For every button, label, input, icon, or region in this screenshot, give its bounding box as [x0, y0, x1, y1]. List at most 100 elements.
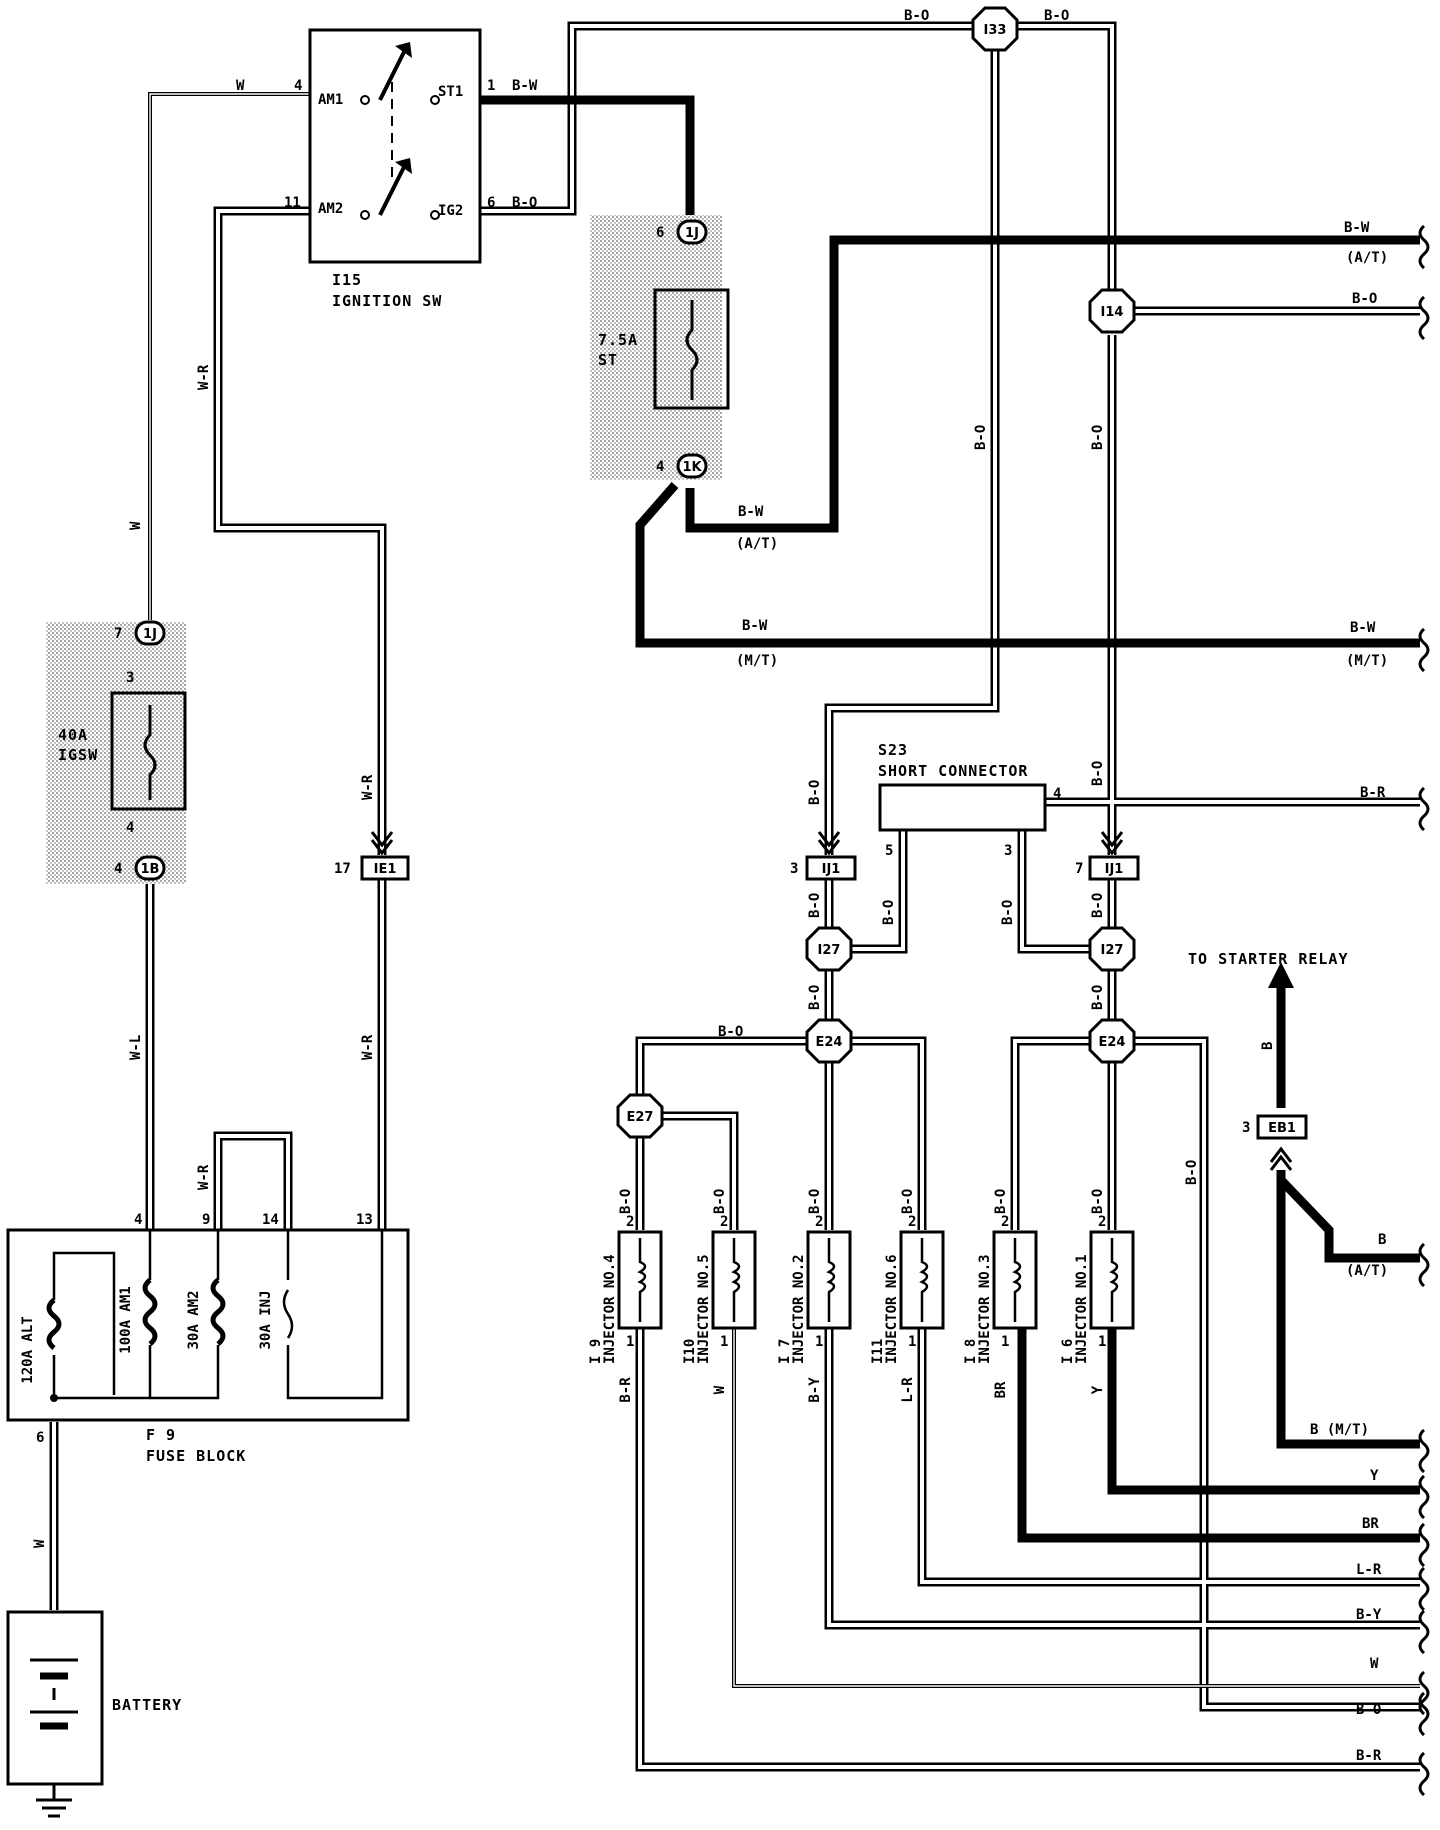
- fuse-st-rating: 7.5A: [598, 331, 638, 349]
- wire-label-w-vert: W: [128, 521, 144, 530]
- injector-name: INJECTOR NO.3: [977, 1254, 993, 1364]
- s23-name: SHORT CONNECTOR: [878, 762, 1028, 780]
- injector-pin-top: 2: [720, 1214, 728, 1230]
- ij1-left-label: IJ1: [822, 862, 841, 877]
- injector-pin-bot: 1: [1098, 1334, 1106, 1350]
- ij1-right-pin: 7: [1075, 861, 1083, 877]
- battery-label: BATTERY: [112, 1696, 182, 1714]
- ie1-pin: 17: [334, 861, 351, 877]
- wire-label-at-1k: (A/T): [736, 536, 778, 552]
- ignition-switch: AM1 AM2 ST1 IG2 4 11 1 6 I15 IGNITION SW: [284, 28, 495, 310]
- short-connector-s23: S23 SHORT CONNECTOR 4 5 3: [878, 741, 1061, 859]
- injector-top-wire: B-O: [1090, 1189, 1106, 1214]
- injector-name: INJECTOR NO.2: [791, 1254, 807, 1364]
- wire-label-bw-st1: B-W: [512, 78, 538, 94]
- injector-pin-top: 2: [815, 1214, 823, 1230]
- double-wires-inner: [52, 24, 1420, 1769]
- wire-label-mt-right: (M/T): [1346, 653, 1388, 669]
- ig2-terminal: IG2: [438, 203, 463, 219]
- injector-id: I 6: [1060, 1339, 1076, 1364]
- connector-e24-right: E24: [1088, 1018, 1136, 1064]
- wire-label-bo-e24-left: B-O: [718, 1024, 743, 1040]
- wire-label-bw-mt: B-W: [742, 618, 768, 634]
- wire-label-at-right: (A/T): [1346, 250, 1388, 266]
- injector-pin-bot: 1: [720, 1334, 728, 1350]
- fuse-alt: 120A ALT: [20, 1316, 36, 1383]
- fuse-igsw-top-inner: 3: [126, 670, 134, 686]
- injector-bot-wire: B-Y: [807, 1377, 823, 1403]
- wire-label-b-vert: B: [1260, 1042, 1276, 1050]
- fuse-block-pin13: 13: [356, 1212, 373, 1228]
- wire-label-bw-mt-right: B-W: [1350, 620, 1376, 636]
- fuse-igsw-rating: 40A: [58, 726, 88, 744]
- wire-label-b-mt: B (M/T): [1310, 1422, 1369, 1438]
- connector-i27-left: I27: [805, 926, 853, 972]
- injector-bot-wire: Y: [1090, 1385, 1106, 1394]
- fuse-block-id: F 9: [146, 1426, 176, 1444]
- injector-top-wire: B-O: [900, 1189, 916, 1214]
- injector-pin-top: 2: [1098, 1214, 1106, 1230]
- injector-id: I10: [682, 1339, 698, 1364]
- s23-id: S23: [878, 741, 908, 759]
- double-wires-outer: [49, 21, 1420, 1772]
- injector-pin-top: 2: [1001, 1214, 1009, 1230]
- st1-terminal: ST1: [438, 84, 463, 100]
- wire-label-bo-vert10: B-O: [1090, 985, 1106, 1010]
- fuse-st-out-conn: 1K: [682, 460, 702, 475]
- wire-label-bo-vert2: B-O: [1090, 425, 1106, 450]
- st1-pin: 1: [487, 78, 495, 94]
- fuse-st-name: ST: [598, 351, 618, 369]
- fuse-inj: 30A INJ: [258, 1290, 274, 1349]
- wire-label-bo-i14-right: B-O: [1352, 291, 1377, 307]
- injector-id: I 9: [588, 1339, 604, 1364]
- coil-icon: [637, 1238, 647, 1322]
- wire-label-wr-vert1: W-R: [196, 364, 212, 390]
- connector-i27-right: I27: [1088, 926, 1136, 972]
- ij1-left-pin: 3: [790, 861, 798, 877]
- connector-ie1: IE1 17: [334, 831, 410, 881]
- wire-label-y: Y: [1370, 1468, 1379, 1484]
- i27-left-label: I27: [818, 943, 841, 958]
- injector-top-wire: B-O: [712, 1189, 728, 1214]
- fuse-igsw-top-conn: 1J: [143, 627, 157, 642]
- injector-top-wire: B-O: [807, 1189, 823, 1214]
- s23-pin4: 4: [1053, 786, 1061, 802]
- wire-label-b-at: B: [1378, 1232, 1386, 1248]
- connector-eb1: EB1 3 TO STARTER RELAY: [1188, 950, 1348, 1171]
- wire-label-bo-top-right: B-O: [1044, 8, 1069, 24]
- fuse-block-pin6: 6: [36, 1430, 44, 1446]
- wire-label-wr-vert4: W-R: [196, 1164, 212, 1190]
- e24-right-label: E24: [1099, 1035, 1126, 1050]
- injector-name: INJECTOR NO.6: [884, 1254, 900, 1364]
- ig2-pin: 6: [487, 195, 495, 211]
- s23-pin3: 3: [1004, 843, 1012, 859]
- wire-label-bo-ig2: B-O: [512, 195, 537, 211]
- connector-ij1-right: IJ1 7: [1075, 831, 1140, 881]
- fuse-block-pin4: 4: [134, 1212, 142, 1228]
- s23-pin5: 5: [885, 843, 893, 859]
- i14-label: I14: [1101, 305, 1124, 320]
- fuse-block-pin9: 9: [202, 1212, 210, 1228]
- wire-label-bo-vert8: B-O: [1090, 893, 1106, 918]
- wire-label-bo-vert5: B-O: [807, 893, 823, 918]
- connector-e27: E27: [616, 1093, 664, 1139]
- wire-label-bo-vert6: B-O: [881, 900, 897, 925]
- fuse-am1: 100A AM1: [118, 1286, 134, 1353]
- wire-label-bw-at-right: B-W: [1344, 220, 1370, 236]
- wire-label-bo-vert3: B-O: [807, 780, 823, 805]
- injector5-w-wire: [732, 1328, 1420, 1688]
- wire-label-w-battery: W: [32, 1539, 48, 1548]
- wire-label-bo-vert11: B-O: [1184, 1160, 1200, 1185]
- wire-labels: W B-W B-O B-O B-O B-W (A/T) B-O B-W (A/T…: [32, 8, 1388, 1764]
- fuse-am2: 30A AM2: [186, 1290, 202, 1349]
- injector-bot-wire: W: [712, 1385, 728, 1394]
- injector-top-wire: B-O: [618, 1189, 634, 1214]
- e27-label: E27: [627, 1110, 654, 1125]
